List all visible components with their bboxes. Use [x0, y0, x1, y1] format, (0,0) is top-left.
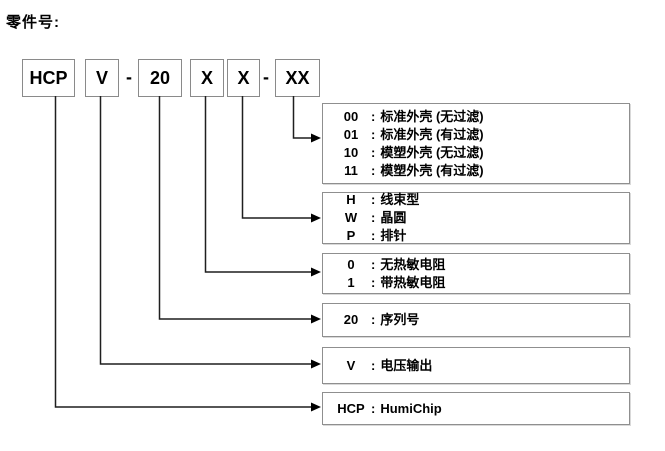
part-segment-v: V [85, 59, 119, 97]
option-code: 11 [344, 162, 358, 178]
option-separator: : [371, 162, 376, 178]
option-separator: : [371, 312, 376, 327]
option-desc: 无热敏电阻 [380, 256, 446, 272]
legend-box-output-type: V:电压输出 [322, 347, 630, 384]
option-desc: HumiChip [380, 400, 442, 416]
part-segment-hcp: HCP [22, 59, 75, 97]
connector-x2-line [241, 96, 311, 219]
option-row: 11:模塑外壳 (有过滤) [333, 162, 629, 180]
option-desc: 标准外壳 (无过滤) [380, 108, 484, 124]
option-separator: : [371, 192, 376, 207]
connector-20-line [158, 96, 311, 320]
part-segment-x2: X [227, 59, 260, 97]
connector-hcp-line [54, 96, 311, 408]
connector-x1-line [204, 96, 311, 273]
option-row: H: 线束型 [333, 191, 629, 209]
option-row: 10:模塑外壳 (无过滤) [333, 144, 629, 162]
option-separator: : [371, 108, 376, 124]
part-dash-2: - [263, 67, 269, 87]
connector-v-line [99, 96, 311, 365]
option-code: HCP [337, 400, 365, 416]
legend-box-product-family: HCP:HumiChip [322, 392, 630, 425]
option-separator: : [371, 274, 376, 290]
arrow-right-icon [311, 267, 321, 277]
option-code: 1 [347, 274, 355, 290]
legend-box-housing-filter: 00:标准外壳 (无过滤)01:标准外壳 (有过滤)10:模塑外壳 (无过滤)1… [322, 103, 630, 184]
legend-box-series-number: 20: 序列号 [322, 303, 630, 337]
option-code: 00 [343, 108, 359, 124]
option-separator: : [371, 357, 376, 373]
legend-box-package-type: H: 线束型 W: 晶圆 P: 排针 [322, 192, 630, 244]
option-code: 01 [343, 126, 359, 142]
option-row: 01:标准外壳 (有过滤) [333, 126, 629, 144]
part-dash-1: - [126, 67, 132, 87]
option-row: 00:标准外壳 (无过滤) [333, 108, 629, 126]
option-code: P [346, 228, 356, 243]
option-row: 20: 序列号 [333, 311, 629, 329]
option-desc: 模塑外壳 (有过滤) [380, 162, 484, 178]
option-desc: 电压输出 [380, 357, 433, 373]
option-code: H [346, 192, 356, 207]
option-desc: 序列号 [380, 312, 420, 327]
part-segment-xx: XX [275, 59, 320, 97]
option-code: V [346, 357, 356, 373]
option-separator: : [371, 256, 376, 272]
option-desc: 晶圆 [380, 210, 407, 225]
arrow-right-icon [311, 314, 321, 324]
page-title: 零件号: [6, 14, 60, 31]
option-desc: 标准外壳 (有过滤) [380, 126, 484, 142]
part-segment-20: 20 [138, 59, 182, 97]
option-row: V:电压输出 [333, 357, 629, 375]
arrow-right-icon [311, 213, 321, 223]
option-desc: 模塑外壳 (无过滤) [380, 144, 484, 160]
arrow-right-icon [311, 402, 321, 412]
option-row: P: 排针 [333, 227, 629, 245]
part-segment-x1: X [190, 59, 224, 97]
option-code: 0 [347, 256, 355, 272]
option-desc: 排针 [380, 228, 407, 243]
option-row: W: 晶圆 [333, 209, 629, 227]
option-desc: 带热敏电阻 [380, 274, 446, 290]
arrow-right-icon [311, 359, 321, 369]
arrow-right-icon [311, 133, 321, 143]
option-separator: : [371, 144, 376, 160]
option-row: HCP:HumiChip [333, 400, 629, 418]
option-separator: : [371, 228, 376, 243]
option-code: W [344, 210, 358, 225]
connector-xx-line [292, 96, 311, 139]
option-separator: : [371, 126, 376, 142]
option-row: 0:无热敏电阻 [333, 256, 629, 274]
option-row: 1:带热敏电阻 [333, 274, 629, 292]
option-separator: : [371, 400, 376, 416]
option-desc: 线束型 [380, 192, 420, 207]
option-separator: : [371, 210, 376, 225]
option-code: 10 [343, 144, 359, 160]
option-code: 20 [343, 312, 359, 327]
